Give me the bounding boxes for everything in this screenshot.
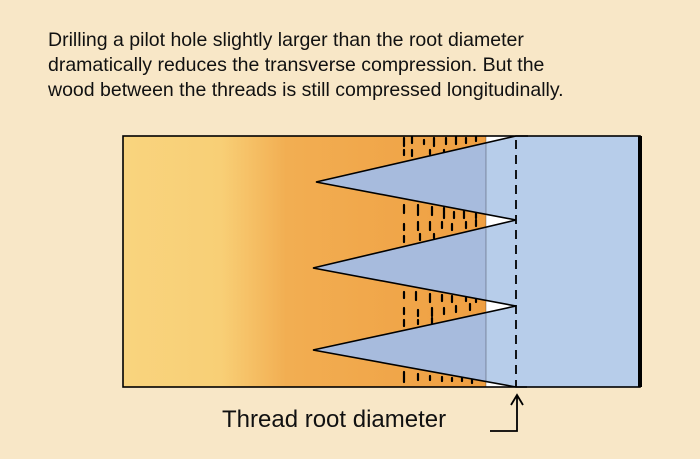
caption-line: Drilling a pilot hole slightly larger th…: [48, 29, 524, 51]
root-label-arrow: [490, 393, 524, 432]
compression-marks: [402, 135, 478, 385]
screw-thread: [312, 135, 640, 388]
screw-head-edge: [638, 136, 642, 387]
caption-line: dramatically reduces the transverse comp…: [48, 54, 545, 76]
caption: Drilling a pilot hole slightly larger th…: [48, 28, 564, 103]
thread-root-diameter-label: Thread root diameter: [222, 406, 447, 433]
caption-line: wood between the threads is still compre…: [48, 79, 564, 101]
